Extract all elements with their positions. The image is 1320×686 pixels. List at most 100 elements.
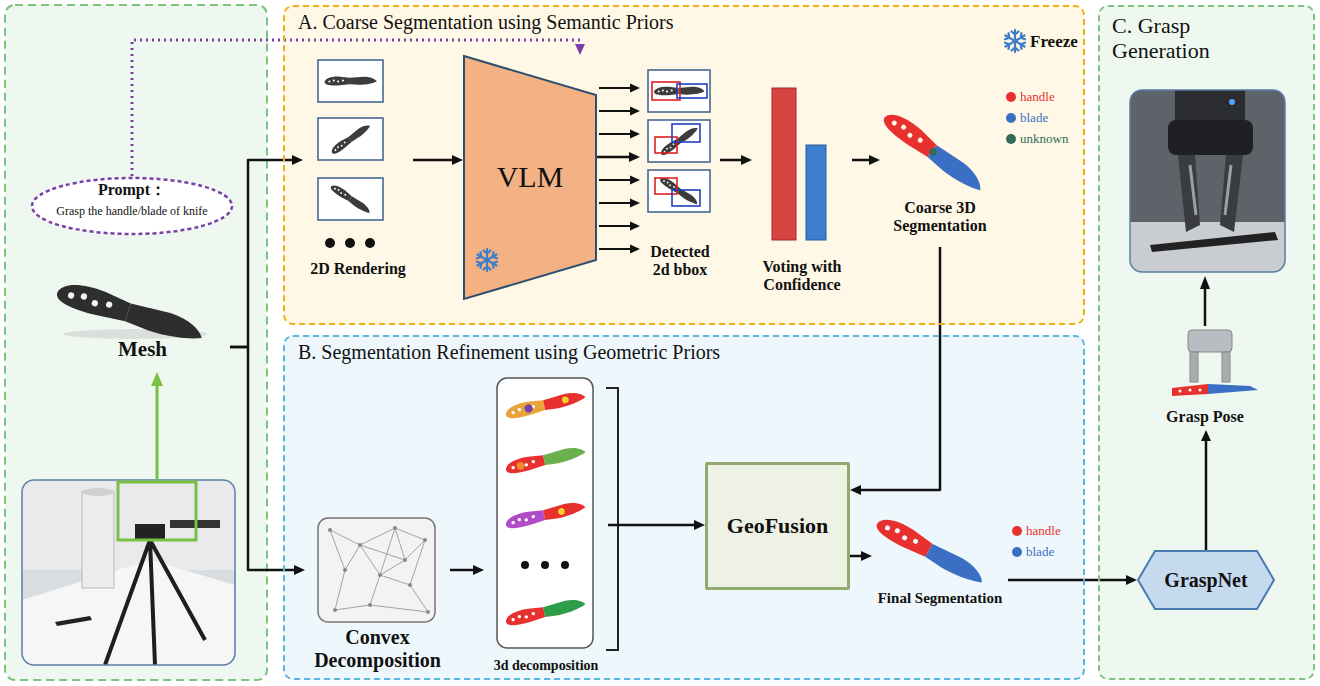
rendering-views bbox=[345, 238, 355, 248]
detected-boxes bbox=[659, 175, 700, 207]
vlm-outputs bbox=[630, 245, 640, 254]
robot-photo bbox=[1130, 90, 1285, 272]
vlm-outputs bbox=[599, 84, 640, 254]
robot-photo bbox=[1130, 222, 1285, 272]
scene-photo bbox=[135, 524, 165, 540]
rendering-views bbox=[365, 238, 375, 248]
text-holder: Final Segmentation bbox=[872, 590, 1008, 607]
scene-photo bbox=[82, 492, 114, 588]
hexagon-outline bbox=[1138, 551, 1274, 609]
panel-title: B. Segmentation Refinement using Geometr… bbox=[298, 341, 938, 364]
rendering-views bbox=[329, 136, 352, 155]
stage-panel: C. Grasp GenerationGrasp PoseGraspNet bbox=[1098, 5, 1315, 680]
scene-photo bbox=[82, 488, 114, 496]
legend-swatch bbox=[1006, 113, 1016, 123]
arrow-connector bbox=[720, 155, 752, 165]
figure-caption: Mesh bbox=[55, 337, 230, 361]
arrow-connector bbox=[230, 347, 305, 575]
grasp-pose-figure bbox=[1189, 389, 1192, 392]
decomposition-parts bbox=[541, 561, 549, 569]
grasp-pose-figure bbox=[1179, 390, 1182, 393]
vote-bars bbox=[806, 145, 826, 240]
grasp-pose: Grasp Pose bbox=[1150, 328, 1260, 430]
arrowhead bbox=[575, 44, 585, 55]
detected-boxes bbox=[677, 84, 707, 98]
convex-network bbox=[328, 526, 430, 614]
final-knife bbox=[873, 513, 934, 560]
process-label: GeoFusion bbox=[727, 513, 828, 538]
robot-photo bbox=[1168, 120, 1253, 155]
vlm-outputs bbox=[630, 199, 640, 208]
vlm-outputs bbox=[599, 225, 631, 227]
decomposition-parts bbox=[497, 378, 593, 648]
connector-line bbox=[413, 159, 454, 162]
panel-grounds bbox=[283, 335, 1085, 680]
coarse-knife bbox=[880, 107, 987, 197]
decomposition-parts bbox=[521, 561, 529, 569]
coarse-segmentation: Coarse 3D Segmentation bbox=[880, 95, 1000, 247]
text-holder: Grasp Pose bbox=[1150, 408, 1260, 426]
text-holder: Freeze bbox=[1030, 32, 1084, 52]
arrowhead bbox=[1126, 575, 1137, 585]
connector-line bbox=[608, 524, 696, 527]
model-label: VLM bbox=[497, 160, 564, 195]
vlm-outputs bbox=[630, 176, 640, 185]
figure-caption: 3d decomposition bbox=[484, 658, 608, 674]
detected-boxes bbox=[648, 170, 710, 212]
rendering-views bbox=[318, 60, 383, 102]
vlm-trapezoid: VLM bbox=[463, 55, 597, 300]
legend-swatch bbox=[1012, 547, 1022, 557]
arrow-connector bbox=[450, 565, 484, 575]
detected-boxes bbox=[672, 190, 700, 206]
connector-line bbox=[450, 569, 475, 572]
convex-network bbox=[330, 528, 428, 612]
decomposition-parts bbox=[516, 462, 525, 471]
vote-bars bbox=[772, 88, 796, 240]
figure-caption: Coarse 3D Segmentation bbox=[880, 199, 1000, 236]
panel-grounds bbox=[1098, 5, 1315, 680]
convex-network bbox=[318, 518, 435, 622]
decomposition-parts bbox=[543, 390, 587, 411]
text-holder: Convex Decomposition bbox=[305, 626, 450, 672]
robot-photo bbox=[1229, 99, 1235, 105]
rendering-views bbox=[350, 77, 377, 85]
figure-caption: Convex Decomposition bbox=[305, 626, 450, 672]
rendering-views bbox=[318, 118, 383, 160]
detected-boxes bbox=[655, 137, 677, 153]
detected-boxes bbox=[648, 120, 710, 162]
coarse-knife bbox=[880, 107, 987, 197]
rendering-views bbox=[318, 60, 383, 248]
decomposition-parts bbox=[557, 508, 565, 516]
decomposition-parts bbox=[561, 561, 569, 569]
detected-boxes bbox=[648, 70, 710, 112]
scene-photo bbox=[156, 385, 159, 480]
final-segmentation: Final Segmentation bbox=[872, 500, 1008, 612]
scene-photo bbox=[151, 372, 163, 386]
coarse-knife bbox=[928, 147, 938, 157]
connector-line bbox=[852, 159, 871, 162]
arrow-connector bbox=[850, 551, 872, 561]
decomposition-parts bbox=[561, 396, 569, 404]
rendering-views bbox=[329, 122, 372, 155]
arrowhead bbox=[473, 565, 484, 575]
legend-item: handle bbox=[1006, 90, 1055, 105]
rendering-views bbox=[329, 183, 352, 202]
legend-label: blade bbox=[1026, 545, 1054, 560]
arrowhead bbox=[292, 155, 303, 165]
vote-bars bbox=[772, 88, 826, 240]
legend-item: blade bbox=[1012, 545, 1054, 560]
grasp-pose-figure bbox=[1172, 330, 1258, 396]
decomposition-parts bbox=[504, 508, 545, 530]
detected-boxes bbox=[652, 82, 680, 100]
arrow-connector bbox=[852, 155, 880, 165]
arrowhead bbox=[869, 155, 880, 165]
bbox-stack: Detected 2d bbox bbox=[640, 65, 720, 280]
arrowhead bbox=[294, 565, 305, 575]
scene-photo bbox=[22, 480, 235, 665]
connector-line bbox=[597, 156, 631, 159]
arrowhead bbox=[629, 152, 640, 162]
text-holder: VLM bbox=[463, 55, 597, 300]
model-label: GraspNet bbox=[1164, 569, 1247, 592]
panel-title: A. Coarse Segmentation using Semantic Pr… bbox=[298, 11, 938, 34]
